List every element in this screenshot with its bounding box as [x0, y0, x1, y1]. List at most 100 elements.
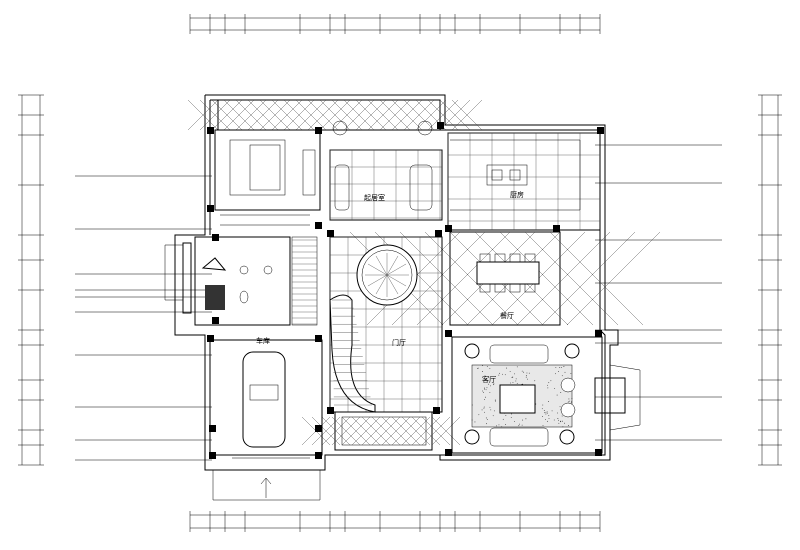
column [433, 407, 440, 414]
carpet-texture [489, 392, 490, 393]
column [437, 122, 444, 129]
left-dimension-lines [18, 95, 44, 465]
carpet-texture [527, 379, 528, 380]
line [550, 232, 643, 325]
carpet-texture [493, 384, 494, 385]
carpet-texture [549, 418, 550, 419]
carpet-texture [517, 366, 518, 367]
carpet-texture [562, 416, 563, 417]
carpet-texture [485, 397, 486, 398]
carpet-texture [505, 424, 506, 425]
carpet-texture [548, 382, 549, 383]
carpet-texture [519, 424, 520, 425]
carpet-texture [498, 375, 499, 376]
room-label-family-room: 起居室 [364, 193, 385, 202]
carpet-texture [542, 405, 543, 406]
carpet-texture [526, 377, 527, 378]
carpet-texture [501, 426, 502, 427]
carpet-texture [552, 410, 553, 411]
column [315, 425, 322, 432]
carpet-texture [547, 388, 548, 389]
carpet-texture [514, 373, 515, 374]
carpet-texture [564, 423, 565, 424]
carpet-texture [486, 423, 487, 424]
carpet-texture [510, 371, 511, 372]
column [212, 317, 219, 324]
carpet-texture [557, 413, 558, 414]
carpet-texture [495, 400, 496, 401]
entry-porch [302, 412, 460, 450]
left-annotation-leaders [75, 176, 212, 460]
carpet-texture [571, 402, 572, 403]
carpet-texture [554, 388, 555, 389]
carpet-texture [571, 401, 572, 402]
column [553, 225, 560, 232]
column [212, 234, 219, 241]
carpet-texture [511, 417, 512, 418]
carpet-texture [475, 422, 476, 423]
column [445, 449, 452, 456]
carpet-texture [526, 375, 527, 376]
carpet-texture [483, 392, 484, 393]
carpet-texture [472, 405, 473, 406]
right-annotation-leaders [595, 145, 722, 440]
chair [495, 254, 505, 262]
carpet-texture [546, 414, 547, 415]
carpet-texture [558, 371, 559, 372]
column [315, 127, 322, 134]
carpet-texture [487, 387, 488, 388]
column [315, 452, 322, 459]
carpet-texture [569, 399, 570, 400]
carpet-texture [517, 383, 518, 384]
column [315, 222, 322, 229]
kitchen: 厨房 [448, 133, 600, 230]
carpet-texture [546, 412, 547, 413]
carpet-texture [490, 407, 491, 408]
carpet-texture [568, 425, 569, 426]
carpet-texture [490, 385, 491, 386]
carpet-texture [502, 374, 503, 375]
carpet-texture [547, 411, 548, 412]
carpet-texture [522, 371, 523, 372]
carpet-texture [472, 420, 473, 421]
column [595, 330, 602, 337]
carpet-texture [506, 368, 507, 369]
column [209, 425, 216, 432]
carpet-texture [565, 372, 566, 373]
column [327, 230, 334, 237]
living-room: 客厅 [452, 337, 640, 453]
carpet-texture [484, 407, 485, 408]
column [445, 330, 452, 337]
carpet-texture [523, 372, 524, 373]
chair [495, 284, 505, 292]
chair [525, 254, 535, 262]
carpet-texture [522, 384, 523, 385]
carpet-texture [510, 383, 511, 384]
carpet-texture [482, 365, 483, 366]
carpet-texture [555, 373, 556, 374]
chair [510, 284, 520, 292]
column [207, 127, 214, 134]
foyer: 门厅 [330, 237, 442, 412]
bedroom [215, 130, 320, 225]
carpet-texture [558, 420, 559, 421]
carpet-texture [548, 415, 549, 416]
carpet-texture [542, 416, 543, 417]
column [207, 335, 214, 342]
carpet-texture [503, 419, 504, 420]
room-label-foyer: 门厅 [392, 338, 406, 347]
family-room: 起居室 [330, 150, 442, 220]
chair [480, 254, 490, 262]
carpet-texture [514, 421, 515, 422]
room-label-kitchen: 厨房 [510, 190, 524, 199]
carpet-texture [527, 373, 528, 374]
room-label-garage: 车库 [256, 336, 270, 345]
carpet-texture [482, 410, 483, 411]
carpet-texture [496, 425, 497, 426]
carpet-texture [562, 426, 563, 427]
column [445, 225, 452, 232]
carpet-texture [484, 389, 485, 390]
line [542, 232, 635, 325]
carpet-texture [560, 421, 561, 422]
